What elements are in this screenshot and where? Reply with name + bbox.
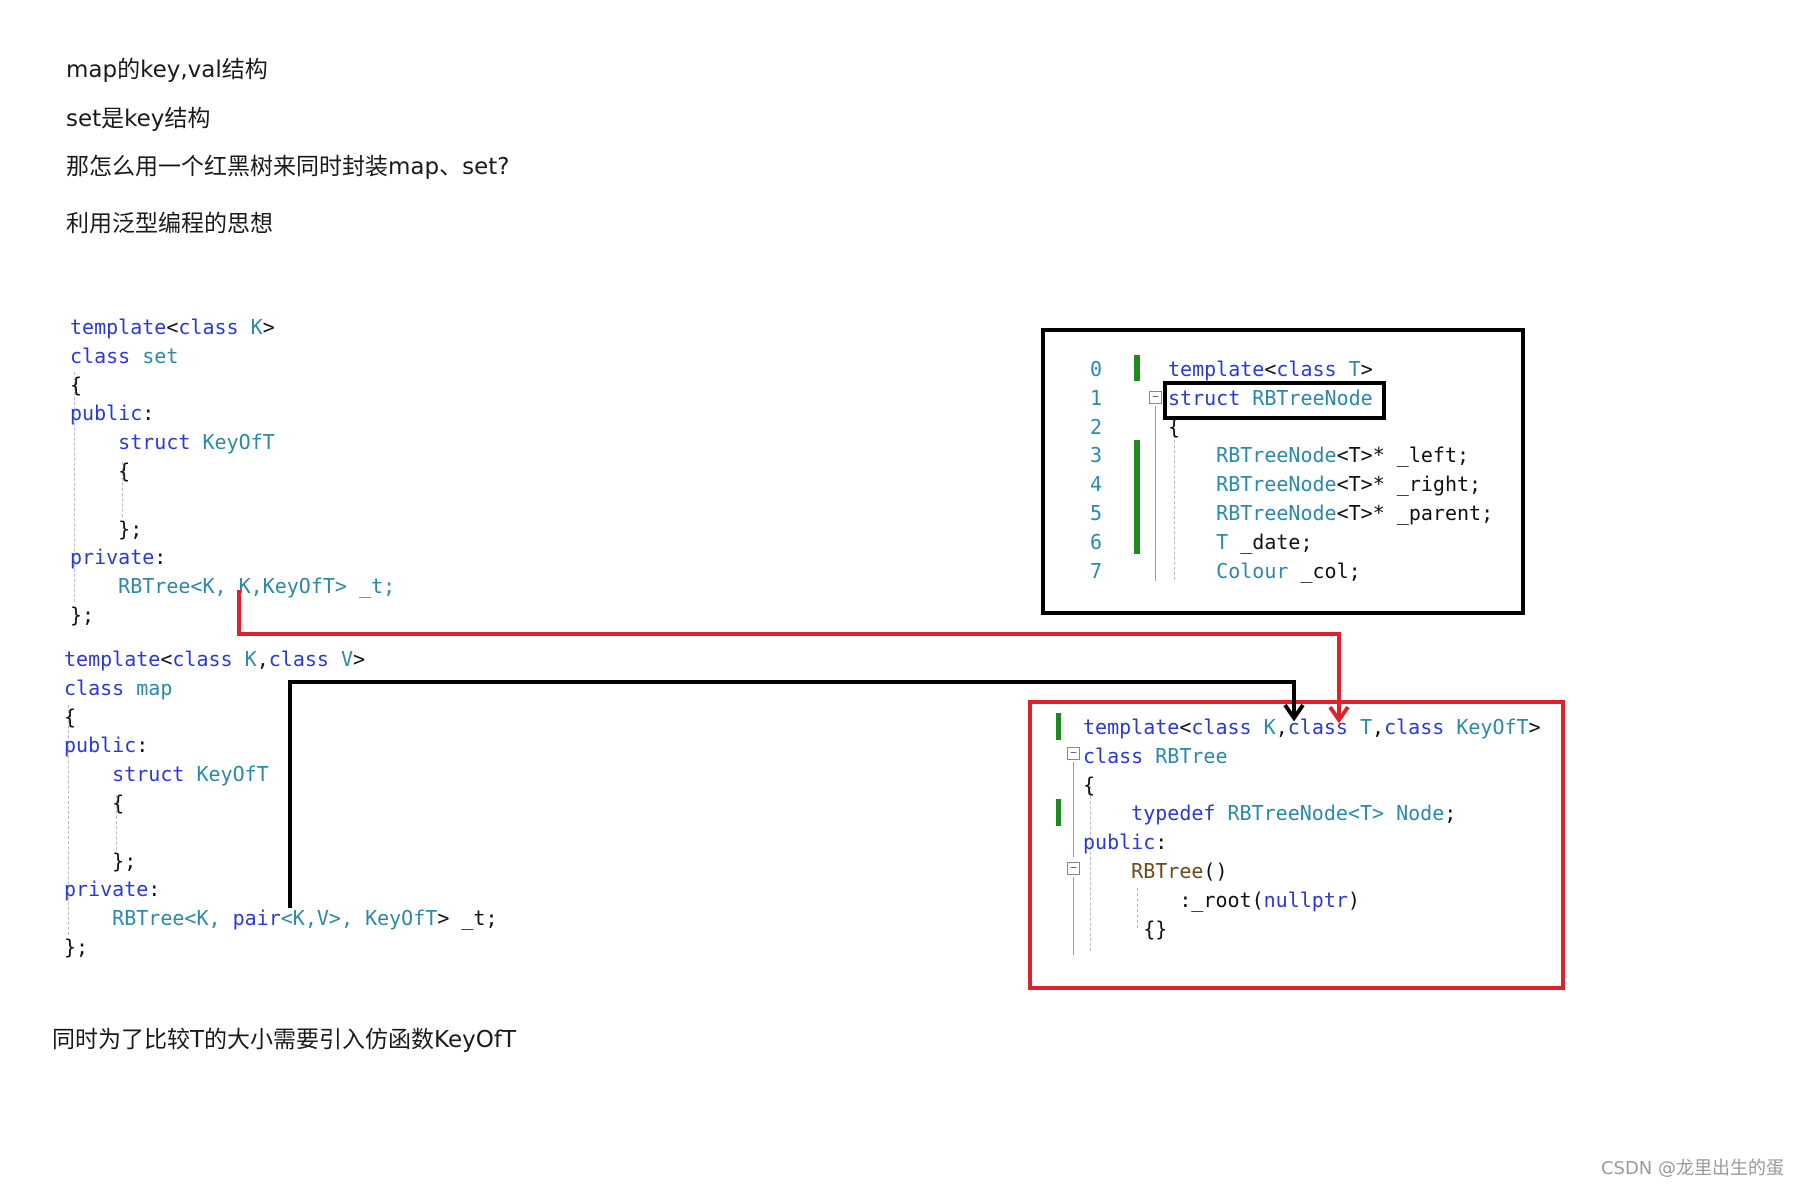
line-number: 0 bbox=[1089, 357, 1102, 381]
rbtree-frame bbox=[1028, 700, 1565, 990]
indent-guide bbox=[116, 795, 117, 850]
line-number: 4 bbox=[1089, 472, 1102, 497]
code-line: RBTree<K, K,KeyOfT> _t; bbox=[118, 574, 396, 599]
code-line: template<class T> bbox=[1168, 357, 1373, 381]
rbtree-code: template<class K,class T,class KeyOfT> c… bbox=[1083, 713, 1541, 943]
code-line: public: bbox=[70, 401, 155, 426]
code-line: typedef RBTreeNode<T> Node; bbox=[1131, 801, 1457, 826]
code-line: :_root(nullptr) bbox=[1179, 887, 1360, 912]
line-number: 1 bbox=[1089, 385, 1102, 410]
code-line: { bbox=[118, 458, 131, 483]
code-line: RBTree() bbox=[1131, 858, 1228, 883]
line-number: 3 bbox=[1089, 443, 1102, 468]
code-line: { bbox=[1168, 414, 1181, 439]
code-line: public: bbox=[1083, 830, 1168, 855]
code-line: RBTreeNode<T>* _right; bbox=[1216, 472, 1482, 497]
change-bar bbox=[1056, 799, 1061, 826]
line-number: 7 bbox=[1089, 558, 1102, 583]
indent-guide bbox=[1174, 430, 1175, 580]
indent-guide bbox=[1137, 888, 1138, 928]
rbtreenode-code: template<class T> struct RBTreeNode { RB… bbox=[1168, 355, 1493, 585]
collapse-icon[interactable]: − bbox=[1067, 747, 1080, 760]
code-line: { bbox=[64, 704, 77, 729]
note-map-key-val: map的key,val结构 bbox=[66, 57, 268, 83]
note-set-key: set是key结构 bbox=[66, 106, 211, 132]
note-keyoft-functor: 同时为了比较T的大小需要引入仿函数KeyOfT bbox=[52, 1027, 516, 1053]
red-arrowhead bbox=[1328, 705, 1350, 724]
code-line: RBTreeNode<T>* _parent; bbox=[1216, 500, 1494, 525]
code-line: {} bbox=[1143, 916, 1168, 941]
indent-guide bbox=[1090, 786, 1091, 951]
change-bar bbox=[1134, 440, 1140, 554]
black-arrow-connector bbox=[288, 680, 1296, 908]
code-line: class RBTree bbox=[1083, 743, 1228, 768]
indent-guide bbox=[68, 705, 69, 935]
code-line: RBTree<K, pair<K,V>, KeyOfT> _t; bbox=[112, 906, 498, 931]
red-arrow-connector bbox=[237, 590, 1341, 718]
code-line: }; bbox=[118, 516, 143, 541]
code-line: Colour _col; bbox=[1216, 558, 1361, 583]
black-arrowhead bbox=[1283, 703, 1305, 722]
note-question: 那怎么用一个红黑树来同时封装map、set? bbox=[66, 154, 510, 180]
code-line: class set bbox=[70, 343, 179, 368]
change-bar bbox=[1134, 355, 1140, 381]
code-line: template<class K,class T,class KeyOfT> bbox=[1083, 715, 1541, 739]
change-bar bbox=[1056, 713, 1061, 740]
line-number: 5 bbox=[1089, 500, 1102, 525]
code-line: { bbox=[70, 372, 83, 397]
code-line: }; bbox=[64, 934, 89, 959]
indent-guide bbox=[74, 372, 75, 602]
line-number: 6 bbox=[1089, 529, 1102, 554]
code-line: struct KeyOfT bbox=[112, 762, 269, 787]
indent-guide bbox=[122, 462, 123, 517]
code-line: RBTreeNode<T>* _left; bbox=[1216, 443, 1470, 468]
indent-guide bbox=[1155, 406, 1156, 581]
code-line: class map bbox=[64, 675, 173, 700]
code-line: struct RBTreeNode bbox=[1168, 385, 1373, 410]
code-line: struct KeyOfT bbox=[118, 430, 275, 455]
line-number: 2 bbox=[1089, 414, 1102, 439]
note-generic-idea: 利用泛型编程的思想 bbox=[66, 211, 273, 237]
collapse-icon[interactable]: − bbox=[1149, 391, 1162, 404]
code-line: }; bbox=[112, 848, 137, 873]
collapse-icon[interactable]: − bbox=[1067, 862, 1080, 875]
code-line: T _date; bbox=[1216, 529, 1313, 554]
code-line: { bbox=[112, 790, 125, 815]
code-line: }; bbox=[70, 602, 95, 627]
code-line: public: bbox=[64, 733, 149, 758]
code-line: template<class K> bbox=[70, 315, 275, 339]
indent-guide bbox=[1073, 877, 1074, 955]
indent-guide bbox=[1073, 762, 1074, 857]
code-line: private: bbox=[70, 545, 167, 570]
set-code: template<class K> class set { public: st… bbox=[70, 313, 395, 630]
map-code: template<class K,class V> class map { pu… bbox=[64, 645, 498, 962]
rbtreenode-frame bbox=[1041, 328, 1525, 615]
rbtreenode-highlight bbox=[1163, 381, 1386, 420]
code-line: template<class K,class V> bbox=[64, 647, 366, 671]
watermark: CSDN @龙里出生的蛋 bbox=[1600, 1158, 1784, 1179]
line-numbers: 0 1 2 3 4 5 6 7 bbox=[1080, 355, 1102, 585]
code-line: { bbox=[1083, 772, 1096, 797]
code-line: private: bbox=[64, 877, 161, 902]
